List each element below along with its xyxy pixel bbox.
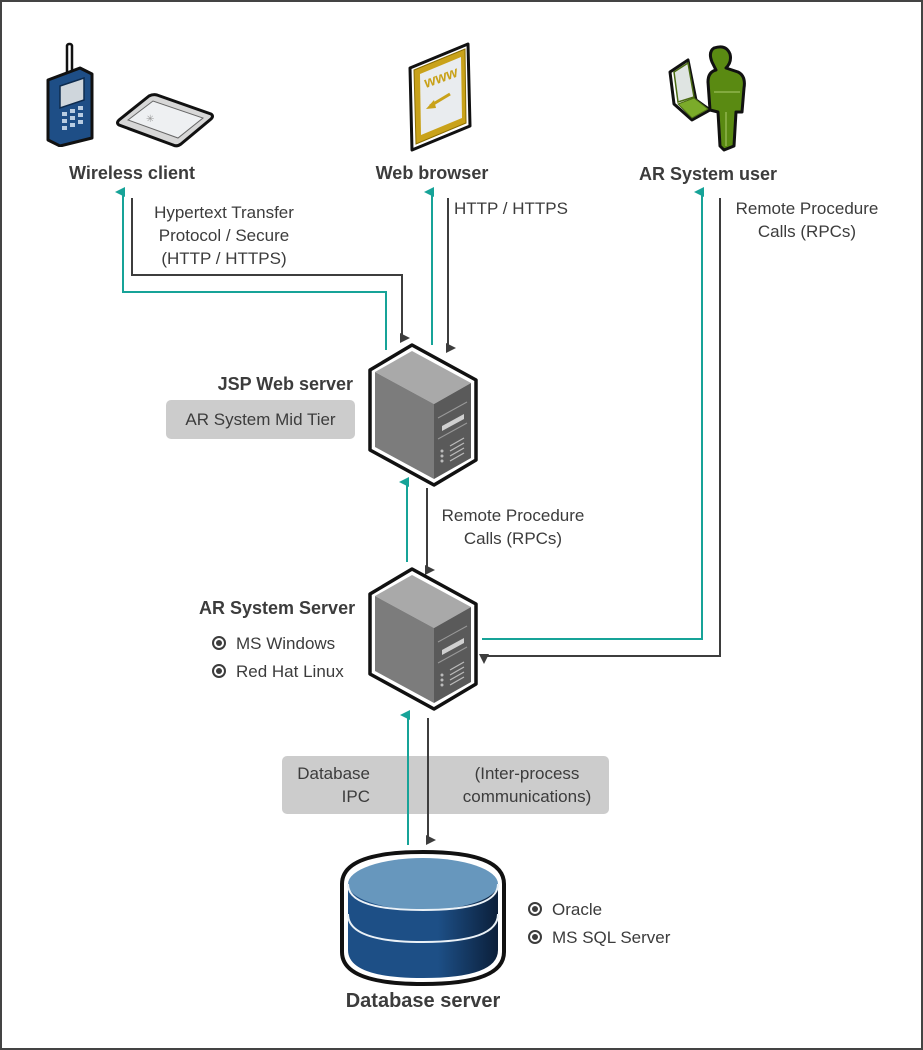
db-ipc-left2: IPC xyxy=(341,787,370,806)
midtier-rpc-line2: Calls (RPCs) xyxy=(463,529,563,548)
wireless-http-line2: Protocol / Secure xyxy=(158,226,290,245)
db-ipc-right1: (Inter-process xyxy=(474,764,580,783)
mobile-phone-icon xyxy=(46,42,94,147)
database-icon xyxy=(340,849,506,987)
database-platform-text: Oracle xyxy=(552,900,603,919)
platform-item: MS Windows xyxy=(212,632,335,655)
user-up-line xyxy=(482,187,704,640)
wireless-http-line1: Hypertext Transfer xyxy=(154,203,294,222)
wireless-http-label: Hypertext Transfer Protocol / Secure (HT… xyxy=(138,201,310,270)
midtier-rpc-line1: Remote Procedure xyxy=(441,506,585,525)
platform-item: Red Hat Linux xyxy=(212,660,344,683)
user-rpc-line1: Remote Procedure xyxy=(735,199,879,218)
db-ipc-left-label: Database IPC xyxy=(288,762,370,808)
user-laptop-icon xyxy=(668,45,746,152)
ar-system-user-label: AR System user xyxy=(638,164,778,184)
ar-system-server-icon xyxy=(368,567,478,711)
db-ipc-left1: Database xyxy=(297,764,370,783)
db-ipc-right-label: (Inter-process communications) xyxy=(452,762,602,808)
www-browser-icon: www xyxy=(408,42,472,152)
wireless-down-line xyxy=(131,198,410,343)
wireless-up-line xyxy=(115,187,387,350)
user-rpc-label: Remote Procedure Calls (RPCs) xyxy=(726,197,888,243)
db-ipc-badge xyxy=(282,756,609,814)
web-browser-label: Web browser xyxy=(375,163,489,183)
bullet-icon xyxy=(212,636,226,650)
tablet-icon: ✳ xyxy=(116,93,214,148)
mid-tier-badge-text: AR System Mid Tier xyxy=(185,410,336,429)
bullet-icon xyxy=(528,902,542,916)
database-platform-text: MS SQL Server xyxy=(552,928,671,947)
mid-tier-badge: AR System Mid Tier xyxy=(166,400,355,439)
platform-item-text: MS Windows xyxy=(236,634,336,653)
database-platform-item: Oracle xyxy=(528,898,602,921)
bullet-icon xyxy=(212,664,226,678)
jsp-web-server-icon xyxy=(368,343,478,487)
wireless-client-label: Wireless client xyxy=(69,163,195,183)
bullet-icon xyxy=(528,930,542,944)
wireless-http-line3: (HTTP / HTTPS) xyxy=(161,249,287,268)
jsp-web-server-label: JSP Web server xyxy=(217,374,353,394)
browser-http-label: HTTP / HTTPS xyxy=(454,199,568,218)
midtier-rpc-label: Remote Procedure Calls (RPCs) xyxy=(430,504,596,550)
user-down-line xyxy=(479,198,721,664)
db-ipc-right2: communications) xyxy=(462,787,592,806)
database-server-label: Database server xyxy=(345,990,501,1012)
ar-system-server-label: AR System Server xyxy=(199,598,356,618)
database-platform-item: MS SQL Server xyxy=(528,926,670,949)
user-rpc-line2: Calls (RPCs) xyxy=(757,222,857,241)
platform-item-text: Red Hat Linux xyxy=(236,662,344,681)
svg-text:✳: ✳ xyxy=(146,114,154,125)
